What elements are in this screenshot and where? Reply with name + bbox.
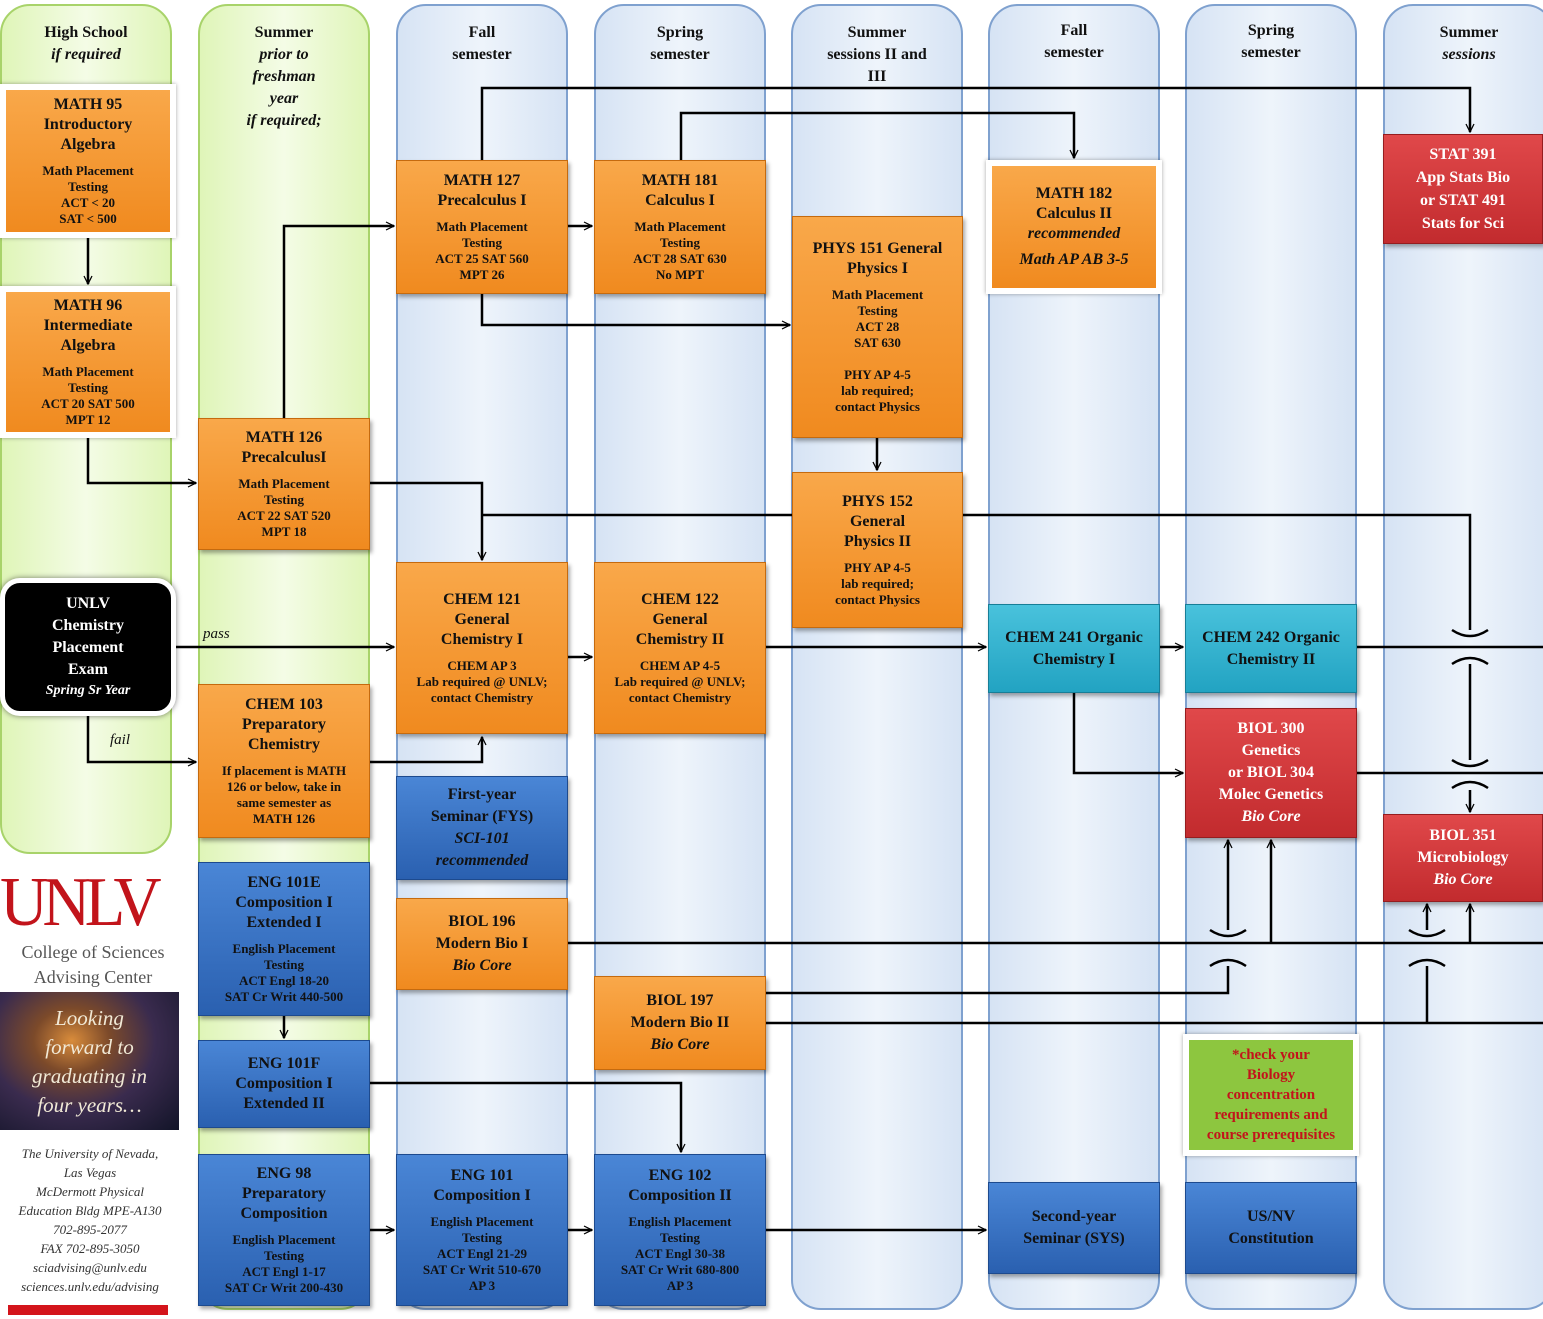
- college-name: College of Sciences Advising Center: [21, 942, 165, 987]
- course-phys151: PHYS 151 General Physics I Math Placemen…: [792, 216, 963, 438]
- course-chem121: CHEM 121 General Chemistry I CHEM AP 3 L…: [396, 562, 568, 734]
- course-math96: MATH 96 Intermediate Algebra Math Placem…: [0, 286, 176, 438]
- unlv-logo: UNLV: [0, 864, 162, 941]
- course-phys152: PHYS 152 General Physics II PHY AP 4-5 l…: [792, 472, 963, 628]
- course-eng101: ENG 101 Composition I English Placement …: [396, 1154, 568, 1306]
- course-chem241: CHEM 241 Organic Chemistry I: [988, 604, 1160, 693]
- course-usnv: US/NV Constitution: [1185, 1182, 1357, 1274]
- course-math182: MATH 182 Calculus II recommended Math AP…: [986, 160, 1162, 294]
- contact-info: The University of Nevada, Las Vegas McDe…: [18, 1146, 162, 1294]
- course-biol197: BIOL 197 Modern Bio II Bio Core: [594, 976, 766, 1070]
- heading-spring-1: Spring semester: [650, 24, 710, 63]
- course-math181: MATH 181 Calculus I Math Placement Testi…: [594, 160, 766, 294]
- course-eng101e: ENG 101E Composition I Extended I Englis…: [198, 862, 370, 1016]
- unlv-chemistry-placement-exam: UNLV Chemistry Placement Exam Spring Sr …: [0, 578, 176, 716]
- heading-summer-2: Summer sessions: [1439, 24, 1499, 63]
- heading-summer-1: Summer sessions II and III: [827, 24, 927, 85]
- course-stat391: STAT 391 App Stats Bio or STAT 491 Stats…: [1383, 134, 1543, 244]
- course-fys: First-year Seminar (FYS) SCI-101 recomme…: [396, 776, 568, 880]
- heading-fall-1: Fall semester: [452, 24, 512, 63]
- course-math95: MATH 95 Introductory Algebra Math Placem…: [0, 84, 176, 238]
- heading-fall-2: Fall semester: [1044, 22, 1104, 61]
- course-eng98: ENG 98 Preparatory Composition English P…: [198, 1154, 370, 1306]
- course-sys: Second-year Seminar (SYS): [988, 1182, 1160, 1274]
- course-chem242: CHEM 242 Organic Chemistry II: [1185, 604, 1357, 693]
- galaxy-image: Looking forward to graduating in four ye…: [0, 992, 179, 1130]
- course-chem103: CHEM 103 Preparatory Chemistry If placem…: [198, 684, 370, 838]
- heading-high-school: High School if required: [44, 24, 128, 63]
- biology-concentration-note: *check your Biology concentration requir…: [1183, 1034, 1359, 1156]
- course-biol351: BIOL 351 Microbiology Bio Core: [1383, 814, 1543, 902]
- course-chem122: CHEM 122 General Chemistry II CHEM AP 4-…: [594, 562, 766, 734]
- course-biol300: BIOL 300 Genetics or BIOL 304 Molec Gene…: [1185, 708, 1357, 838]
- course-eng101f: ENG 101F Composition I Extended II: [198, 1040, 370, 1128]
- course-biol196: BIOL 196 Modern Bio I Bio Core: [396, 898, 568, 990]
- red-bar: [8, 1305, 168, 1315]
- course-eng102: ENG 102 Composition II English Placement…: [594, 1154, 766, 1306]
- heading-spring-2: Spring semester: [1241, 22, 1301, 61]
- course-math126: MATH 126 PrecalculusI Math Placement Tes…: [198, 418, 370, 550]
- label-fail: fail: [110, 732, 131, 748]
- label-pass: pass: [203, 626, 230, 642]
- course-math127: MATH 127 Precalculus I Math Placement Te…: [396, 160, 568, 294]
- heading-summer-prior: Summer prior to freshman year if require…: [246, 24, 322, 129]
